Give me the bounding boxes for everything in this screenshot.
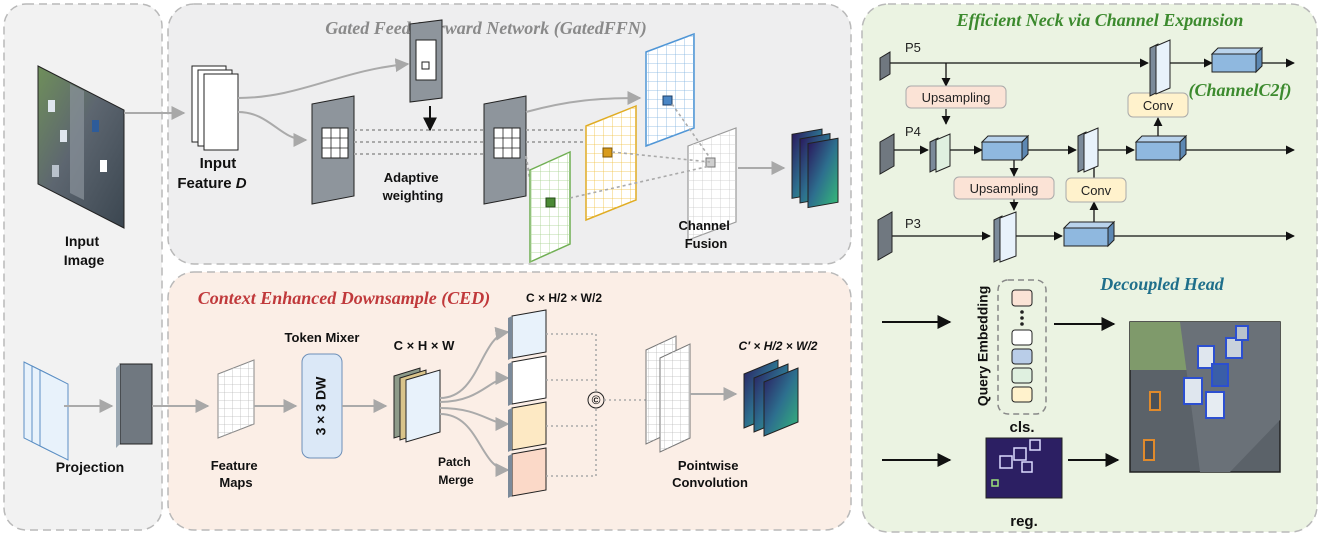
head-title: Decoupled Head <box>1099 274 1224 294</box>
cls-label: cls. <box>1009 419 1034 436</box>
ced-title: Context Enhanced Downsample (CED) <box>198 288 491 309</box>
neck-concat-stacks <box>929 39 1171 263</box>
p3-label: P3 <box>905 216 921 231</box>
pointwise-label: Pointwise Convolution <box>672 458 748 490</box>
adaptive-weighting-label: Adaptive weighting <box>382 170 444 203</box>
input-image <box>37 65 125 229</box>
to-blue-arrow <box>525 91 642 113</box>
dotted-links <box>354 129 484 155</box>
token-mixer-label: Token Mixer <box>285 330 360 345</box>
feature-maps-label: Feature Maps <box>211 458 262 490</box>
merge-arrow-1 <box>439 326 510 399</box>
detection-result-image <box>1129 321 1281 473</box>
conv-label-1: Conv <box>1143 98 1174 113</box>
dim-half-label: C × H/2 × W/2 <box>526 291 602 305</box>
upsampling-label-1: Upsampling <box>922 90 991 105</box>
pointwise-planes <box>645 335 691 453</box>
p4-label: P4 <box>905 124 921 139</box>
p5-label: P5 <box>905 40 921 55</box>
feature-cube <box>393 367 441 443</box>
reg-label: reg. <box>1010 513 1038 530</box>
projection-label: Projection <box>56 459 124 475</box>
merge-arrow-2 <box>439 371 510 403</box>
dwconv-map <box>311 95 355 205</box>
concat-symbol: © <box>592 393 601 407</box>
gate-map <box>409 19 443 103</box>
dim-full-label: C × H × W <box>394 338 455 353</box>
channel-fusion-map <box>687 127 737 241</box>
query-embedding-label: Query Embedding <box>975 286 991 407</box>
neck-c2f-blocks <box>980 46 1264 248</box>
input-feature-label: Input Feature D <box>177 155 246 192</box>
to-gate-arrow <box>237 58 410 99</box>
p5-block <box>879 51 891 81</box>
neck-flow-lines <box>890 58 1295 241</box>
upsampling-label-2: Upsampling <box>970 181 1039 196</box>
conv-box-2: Conv <box>1065 177 1127 203</box>
channelc2f-label: (ChannelC2f) <box>1188 80 1291 101</box>
reg-heatmap <box>985 437 1063 499</box>
projection-stack <box>23 361 153 461</box>
dw-conv-label: 3 × 3 DW <box>313 376 329 436</box>
p4-block <box>879 133 895 175</box>
p3-block <box>877 211 893 261</box>
dim-out-label: C′ × H/2 × W/2 <box>739 339 818 353</box>
ced-output-heatmaps <box>743 359 799 437</box>
weighted-map <box>483 95 527 205</box>
conv-label-2: Conv <box>1081 183 1112 198</box>
to-dwconv-arrow <box>237 111 308 147</box>
feature-maps-grid <box>217 359 255 439</box>
patch-merge-stacks <box>508 309 547 498</box>
query-tokens <box>1011 289 1033 403</box>
neck-title: Efficient Neck via Channel Expansion <box>956 10 1244 30</box>
merge-arrow-3 <box>439 407 510 431</box>
upsampling-box-2: Upsampling <box>953 176 1055 200</box>
merge-arrow-4 <box>439 413 510 477</box>
gated-ffn-title: Gated Feed-Forward Network (GatedFFN) <box>325 18 646 39</box>
conv-box-1: Conv <box>1127 92 1189 118</box>
input-feature-d <box>191 65 239 151</box>
patch-merge-label: Patch Merge <box>438 455 474 487</box>
query-embedding-box <box>997 279 1047 415</box>
fusion-links <box>569 103 711 199</box>
upsampling-box-1: Upsampling <box>905 85 1007 109</box>
gated-output-heatmaps <box>791 128 839 209</box>
blue-grid-map <box>645 32 695 148</box>
input-image-label: Input Image <box>64 233 105 268</box>
yellow-grid-map <box>585 104 637 222</box>
channel-fusion-label: Channel Fusion <box>679 218 734 251</box>
green-grid-map <box>529 150 571 264</box>
